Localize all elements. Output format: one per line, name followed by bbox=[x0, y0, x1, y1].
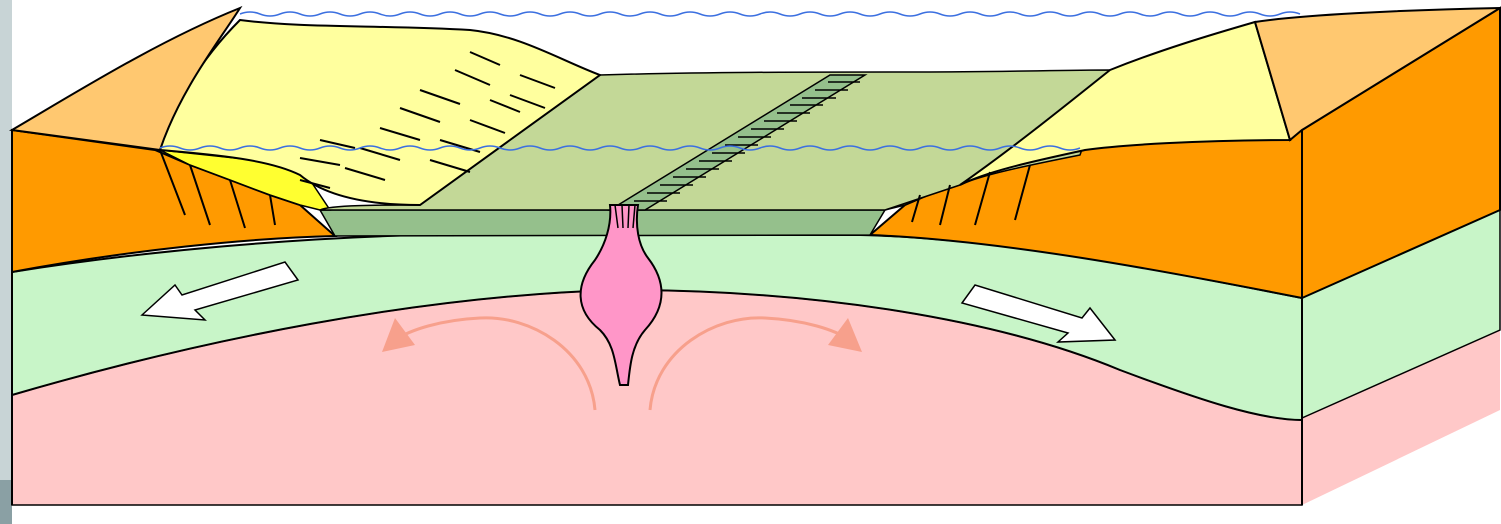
sea-surface-top bbox=[240, 12, 1300, 16]
left-edge-tint bbox=[0, 0, 12, 524]
ocean-crust-band bbox=[320, 210, 885, 236]
left-edge-tint-bottom bbox=[0, 480, 12, 524]
